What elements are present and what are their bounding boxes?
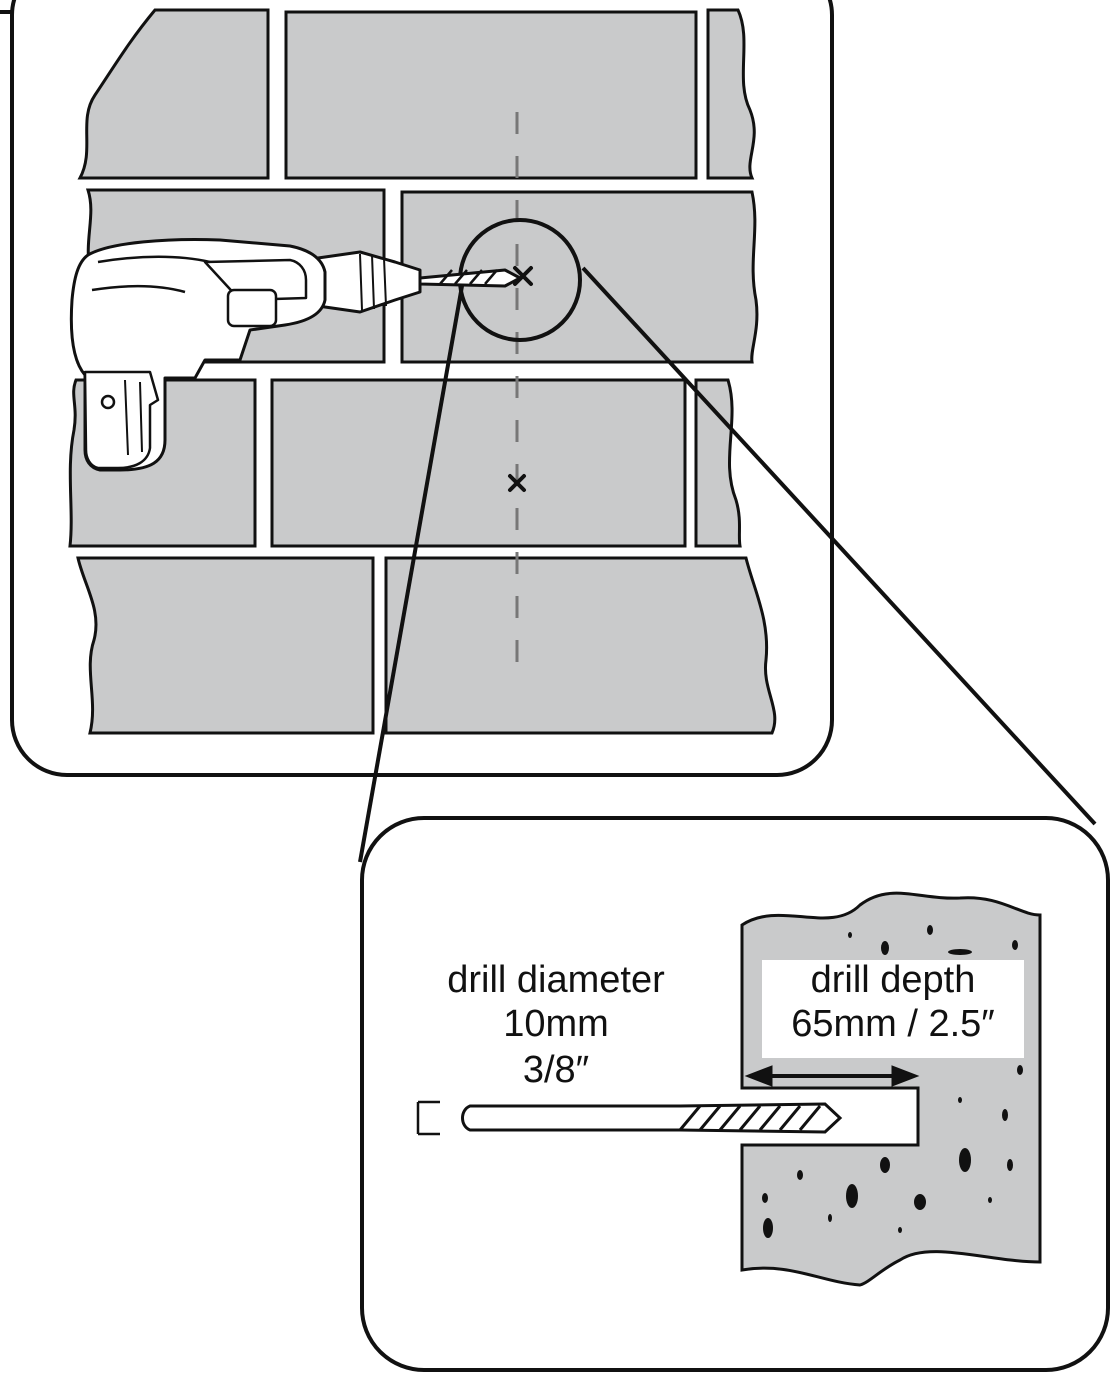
detail-panel: drill diameter 10mm 3/8″ drill depth 65m… xyxy=(360,816,1110,1372)
x-mark-icon xyxy=(508,474,526,492)
drill-bit-icon xyxy=(416,1100,843,1136)
brick xyxy=(76,556,375,735)
depth-arrow xyxy=(744,1065,920,1087)
x-mark-icon xyxy=(513,266,533,286)
brick xyxy=(384,556,777,735)
diameter-label-line1: drill diameter xyxy=(447,959,665,1001)
concrete-speckles xyxy=(762,925,1023,1238)
depth-label-line1: drill depth xyxy=(811,959,976,1001)
depth-label-box xyxy=(762,960,1024,1058)
callout-line-right xyxy=(581,266,1097,826)
brick xyxy=(694,378,742,548)
brick xyxy=(284,10,698,180)
callout-line-left xyxy=(358,285,464,863)
depth-label-line2: 65mm / 2.5″ xyxy=(791,1003,995,1045)
concrete-block xyxy=(740,891,1042,1287)
diameter-label-line3: 3/8″ xyxy=(523,1049,589,1091)
brick xyxy=(77,8,270,180)
diameter-label-line2: 10mm xyxy=(503,1003,609,1045)
callout-lines xyxy=(358,266,1097,863)
brick xyxy=(706,8,756,180)
drill-icon xyxy=(69,238,533,472)
brick xyxy=(270,378,687,548)
